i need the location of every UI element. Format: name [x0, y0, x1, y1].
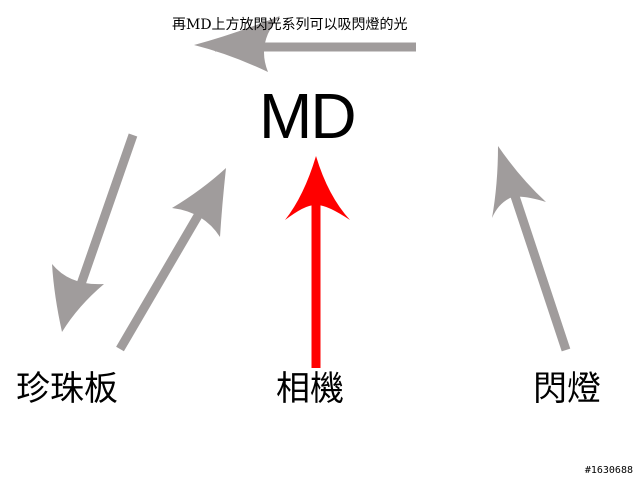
arrow-pearl-board-to-md	[116, 168, 226, 352]
watermark-id: #1630688	[584, 465, 633, 476]
md-label: MD	[259, 80, 357, 152]
arrow-md-to-pearl-board	[52, 133, 138, 332]
arrow-flash-to-md	[492, 146, 571, 352]
flash-label: 閃燈	[533, 369, 601, 409]
arrow-top-left	[194, 16, 416, 72]
pearl-board-label: 珍珠板	[16, 369, 118, 409]
arrow-camera-to-md	[285, 156, 350, 368]
diagram-caption: 再MD上方放閃光系列可以吸閃燈的光	[172, 17, 408, 33]
camera-label: 相機	[276, 369, 344, 409]
